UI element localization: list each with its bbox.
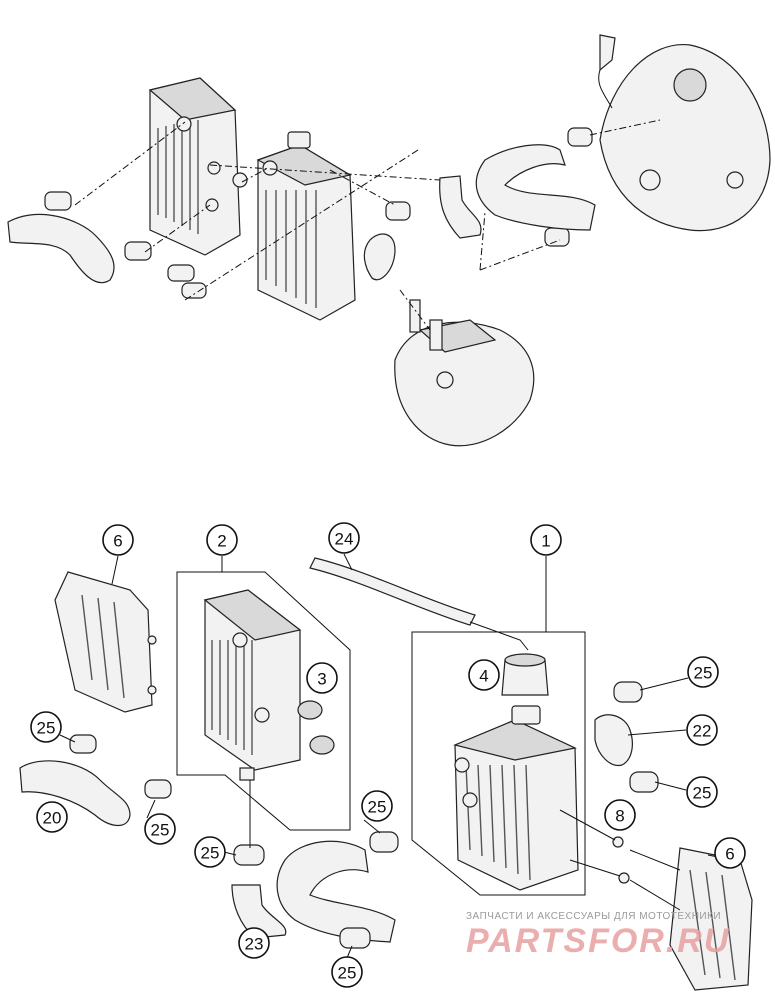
callout-leaders <box>59 553 719 959</box>
svg-text:25: 25 <box>368 798 387 817</box>
callout-23: 23 <box>238 927 270 959</box>
svg-text:25: 25 <box>694 664 713 683</box>
svg-text:25: 25 <box>151 821 170 840</box>
part-23-hose-short <box>231 884 287 939</box>
svg-text:4: 4 <box>479 667 488 686</box>
callout-25-center-bottom: 25 <box>331 956 363 988</box>
watermark-tagline: ЗАПЧАСТИ И АКСЕССУАРЫ ДЛЯ МОТОТЕХНИКИ <box>466 911 722 922</box>
callout-20: 20 <box>36 801 68 833</box>
top-right-radiator <box>232 131 356 321</box>
callout-1: 1 <box>530 524 562 556</box>
bottom-exploded-parts <box>19 553 753 991</box>
part-25-clamp-left-bottom <box>144 779 172 799</box>
callout-25-left-bottom: 25 <box>144 813 176 845</box>
svg-text:25: 25 <box>338 964 357 983</box>
part-22-hose <box>594 714 633 767</box>
svg-text:3: 3 <box>317 670 326 689</box>
callout-22: 22 <box>686 714 718 746</box>
part-1-right-radiator <box>453 705 579 891</box>
svg-text:8: 8 <box>615 807 624 826</box>
callout-24: 24 <box>328 522 360 554</box>
top-flow-lines <box>74 119 661 331</box>
top-clamp-4 <box>181 282 207 299</box>
callout-8: 8 <box>604 799 636 831</box>
part-20-hose <box>19 760 131 827</box>
top-hose-mid <box>363 233 396 281</box>
part-25-clamp-center-left <box>233 844 265 866</box>
svg-text:24: 24 <box>335 530 354 549</box>
part-25-clamp-right-top <box>613 681 643 703</box>
watermark-logo: PARTSFOR.RU <box>466 922 731 960</box>
top-hose-left <box>7 213 115 284</box>
svg-text:2: 2 <box>217 532 226 551</box>
part-24-overflow-tube <box>309 557 476 626</box>
part-24-tube-end <box>469 621 529 651</box>
top-clamp-2 <box>124 241 152 261</box>
part-6-left-shroud <box>54 571 157 713</box>
svg-text:25: 25 <box>693 784 712 803</box>
top-clamp-5 <box>385 201 411 221</box>
callout-6-right: 6 <box>714 837 746 869</box>
part-3-grommet-2 <box>309 735 335 755</box>
part-25-clamp-center-top <box>369 831 399 853</box>
svg-text:6: 6 <box>113 532 122 551</box>
part-8-bolts <box>559 809 630 884</box>
part-2-left-radiator <box>203 589 302 781</box>
svg-text:23: 23 <box>245 935 264 954</box>
part-23-hose <box>276 840 396 943</box>
svg-text:20: 20 <box>43 809 62 828</box>
part-3-grommet-1 <box>297 700 323 720</box>
callout-25-center-left: 25 <box>194 836 226 868</box>
top-clamp-1 <box>44 191 72 211</box>
part-25-clamp-right-bottom <box>629 771 659 793</box>
callout-25-center-top: 25 <box>361 790 393 822</box>
svg-text:6: 6 <box>725 845 734 864</box>
top-left-radiator <box>148 77 241 256</box>
frame-item-2 <box>176 571 351 831</box>
svg-text:25: 25 <box>37 719 56 738</box>
svg-text:25: 25 <box>201 844 220 863</box>
cylinder <box>394 299 535 447</box>
callout-4: 4 <box>468 659 500 691</box>
callout-25-left-top: 25 <box>30 711 62 743</box>
top-clamp-3 <box>167 264 195 282</box>
callout-6-left: 6 <box>102 524 134 556</box>
top-clamp-7 <box>567 127 593 147</box>
callout-25-right-bottom: 25 <box>686 776 718 808</box>
top-hose-short <box>439 175 482 239</box>
frame-item-1 <box>411 631 586 896</box>
top-hose-right <box>475 144 596 231</box>
part-25-clamp-center-bottom <box>339 927 371 949</box>
part-4-radiator-cap <box>501 653 549 696</box>
svg-text:22: 22 <box>693 722 712 741</box>
callout-2: 2 <box>206 524 238 556</box>
water-pump-cover <box>598 34 771 232</box>
top-assembly-overview <box>7 34 771 447</box>
part-25-clamp-left-top <box>69 734 97 754</box>
callout-3: 3 <box>306 662 338 694</box>
callout-25-right-top: 25 <box>687 656 719 688</box>
svg-text:1: 1 <box>541 532 550 551</box>
top-clamp-6 <box>544 227 570 247</box>
